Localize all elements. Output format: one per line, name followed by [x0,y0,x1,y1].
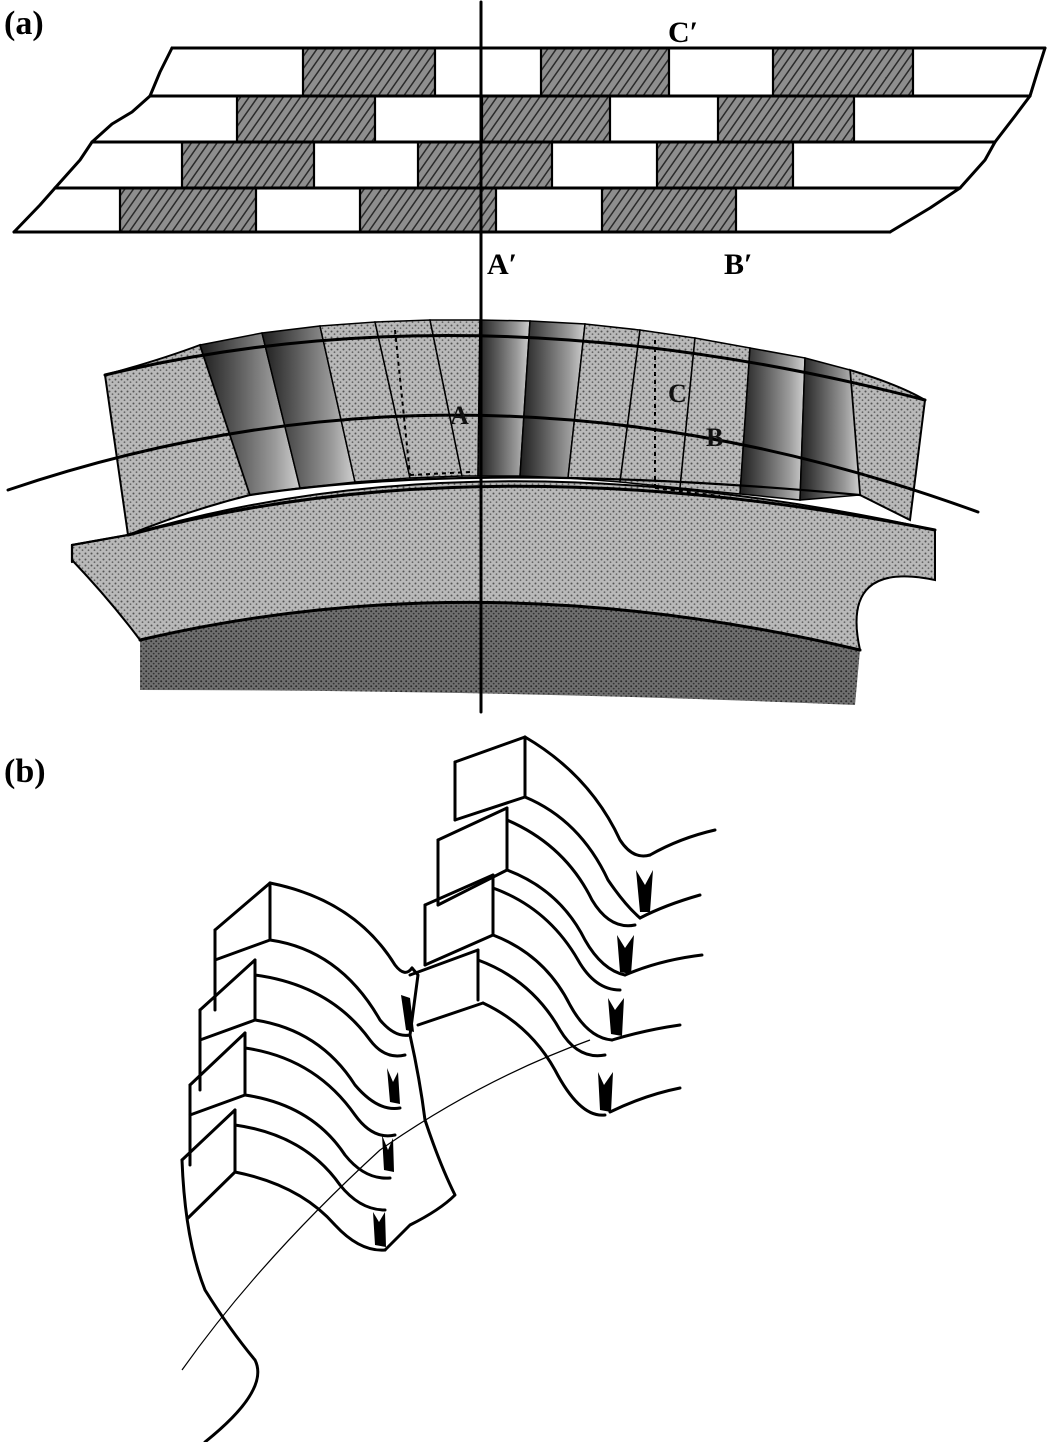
shaded-brick [360,188,496,232]
panel-label-b: (b) [4,753,46,790]
shaded-brick [418,142,552,188]
shaded-brick [120,188,256,232]
arch-shadow [140,602,860,705]
label-c: C [668,379,687,408]
shaded-brick [541,48,669,96]
arch-drawing [6,319,980,705]
brick-wall-plan [12,46,1047,234]
voussoirs [199,319,861,501]
label-a-prime: A′ [487,248,517,281]
label-b-prime: B′ [724,248,752,281]
shaded-brick [237,96,375,142]
shaded-brick [303,48,435,96]
shaded-brick [773,48,913,96]
label-a: A [450,401,469,430]
label-b: B [706,423,723,452]
interlocking-blocks-diagram [180,735,717,1442]
reference-arc [6,413,980,514]
reference-curve [181,1039,591,1371]
shaded-brick [482,96,610,142]
shaded-brick [602,188,736,232]
key-wedges [373,870,653,1247]
label-c-prime: C′ [668,16,698,49]
arch-intrados [248,476,862,497]
arch-extrados [103,334,927,402]
right-abutment [848,368,927,522]
shaded-brick [182,142,314,188]
panel-label-a: (a) [4,5,44,42]
shaded-brick [718,96,854,142]
shaded-brick [657,142,793,188]
